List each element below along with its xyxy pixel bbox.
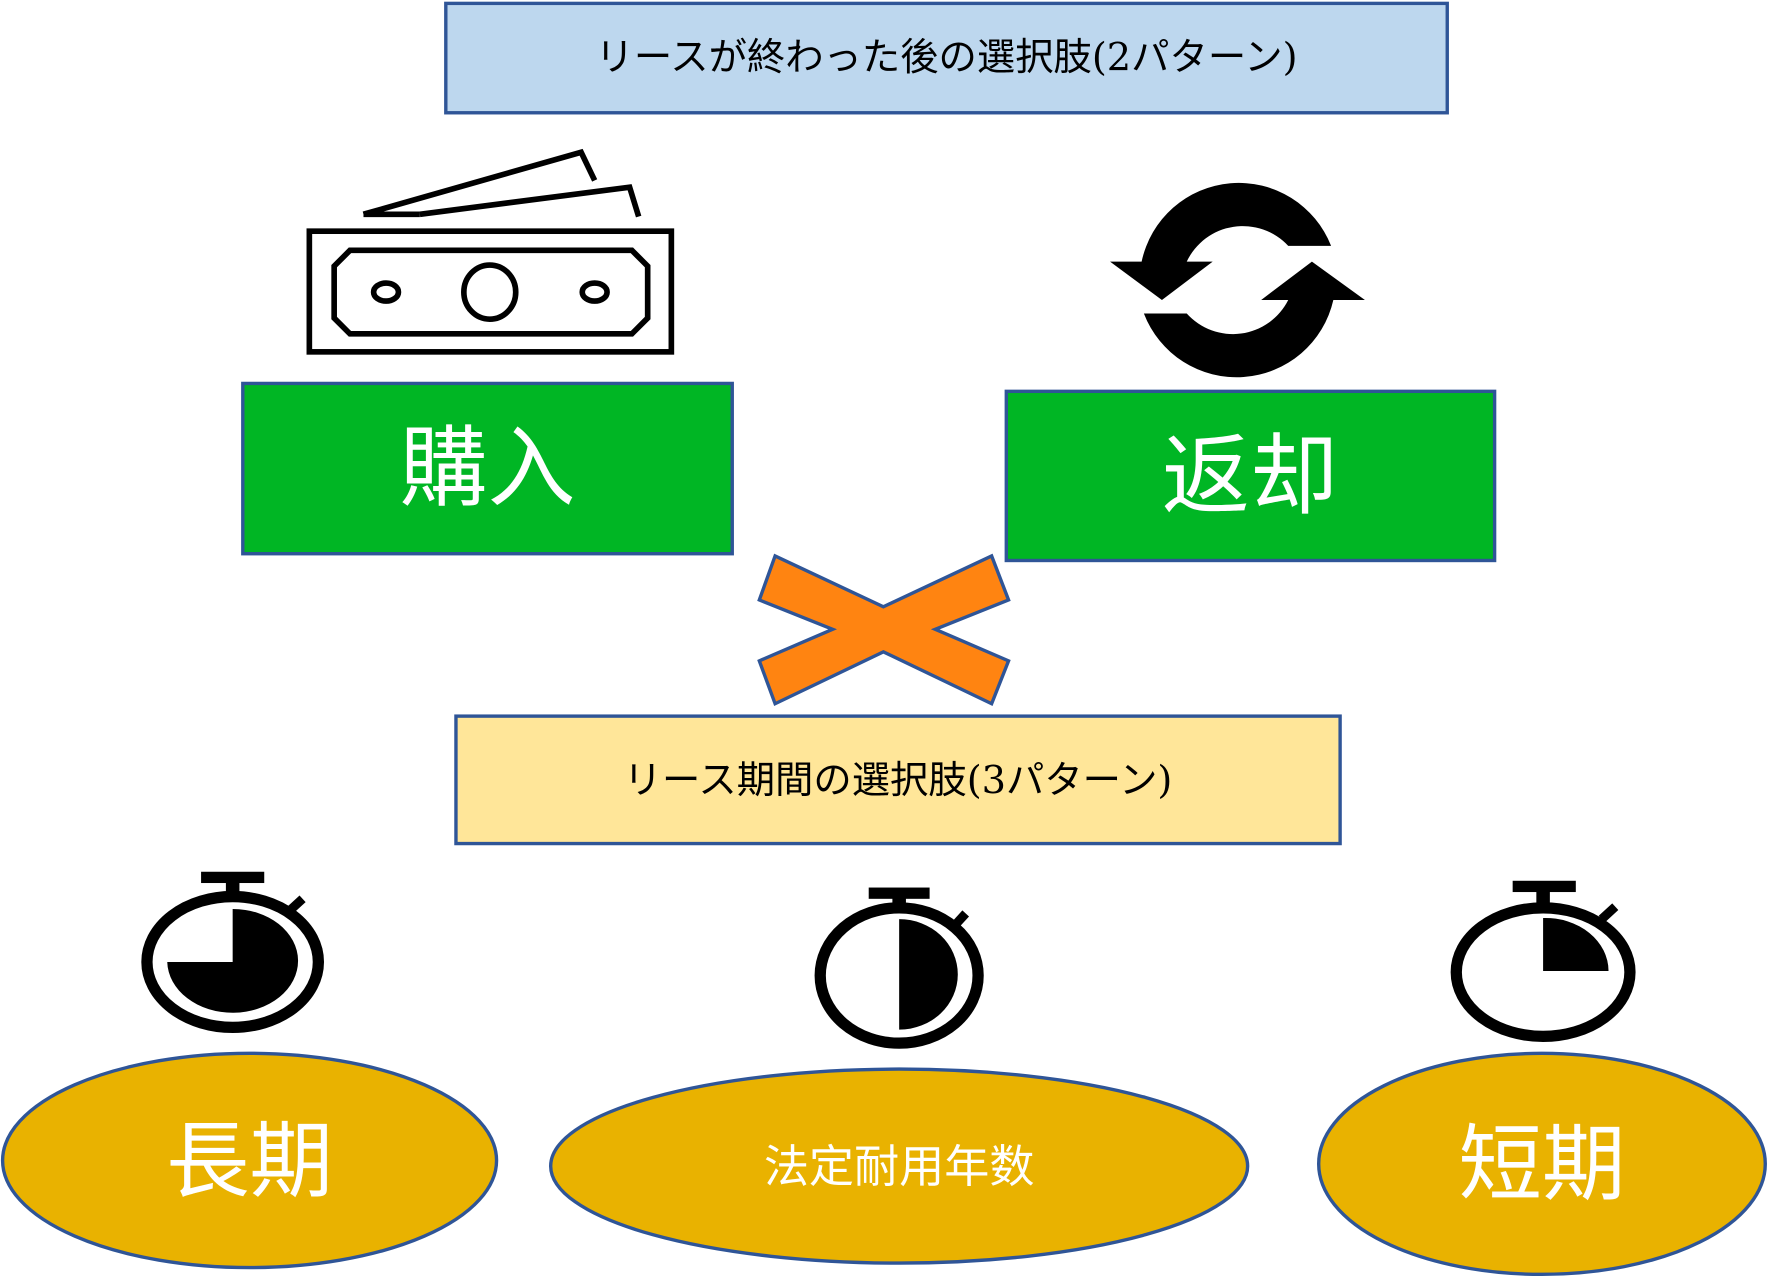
money-icon [306,148,675,355]
stopwatch-half-icon [814,887,984,1049]
cross-icon [757,553,1011,707]
short-term-label: 短期 [1459,1116,1626,1213]
useful-life-ellipse: 法定耐用年数 [548,1067,1250,1265]
long-term-ellipse: 長期 [0,1051,499,1270]
return-box: 返却 [1004,389,1497,563]
purchase-box: 購入 [241,381,734,556]
subtitle-text: リース期間の選択肢(3パターン) [624,758,1173,803]
return-label: 返却 [1162,424,1338,527]
refresh-icon [1110,182,1365,378]
useful-life-label: 法定耐用年数 [764,1140,1035,1193]
stopwatch-three-quarter-icon [141,871,325,1034]
short-term-ellipse: 短期 [1316,1051,1767,1277]
stopwatch-quarter-icon [1450,880,1636,1043]
long-term-label: 長期 [166,1113,333,1210]
title-text: リースが終わった後の選択肢(2パターン) [596,35,1298,80]
purchase-label: 購入 [400,416,576,519]
subtitle-box: リース期間の選択肢(3パターン) [454,714,1342,846]
title-box: リースが終わった後の選択肢(2パターン) [444,1,1449,115]
